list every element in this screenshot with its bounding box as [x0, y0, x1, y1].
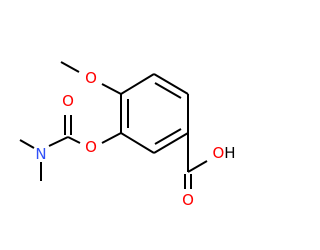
bond-ring-c2-c3: [153, 73, 189, 95]
bond-ring-c2-c3-inner: [154, 82, 182, 99]
amine-nitrogen-label: N: [35, 145, 46, 163]
ester-oxygen-label: O: [85, 138, 97, 156]
bond-ring-ester-o: [101, 132, 122, 144]
bond-ring-c5-c6: [120, 132, 155, 154]
acid-hydroxyl-label: OH: [212, 144, 235, 162]
bond-n-methyl-left: [19, 139, 35, 149]
bonds: [19, 61, 208, 189]
bond-ring-c4-c5-inner: [154, 128, 182, 145]
bond-ring-c1-c2: [120, 73, 155, 95]
methoxy-oxygen-label: O: [85, 69, 97, 87]
atom-labels: O O O N O OH: [35, 69, 235, 209]
acid-carbonyl-oxygen-label: O: [182, 191, 194, 209]
bond-ring-c4-c5: [153, 132, 189, 154]
bond-carbonyl-c-n: [48, 136, 69, 147]
bond-acid-c-oh: [187, 160, 208, 173]
carbonyl-oxygen-label: O: [62, 92, 74, 110]
bond-methyl-methoxy-o: [60, 61, 80, 73]
bond-ester-o-carbonyl-c: [67, 136, 81, 144]
chemical-structure: O O O N O OH: [19, 61, 236, 209]
bond-methoxy-o-ring: [101, 83, 122, 95]
